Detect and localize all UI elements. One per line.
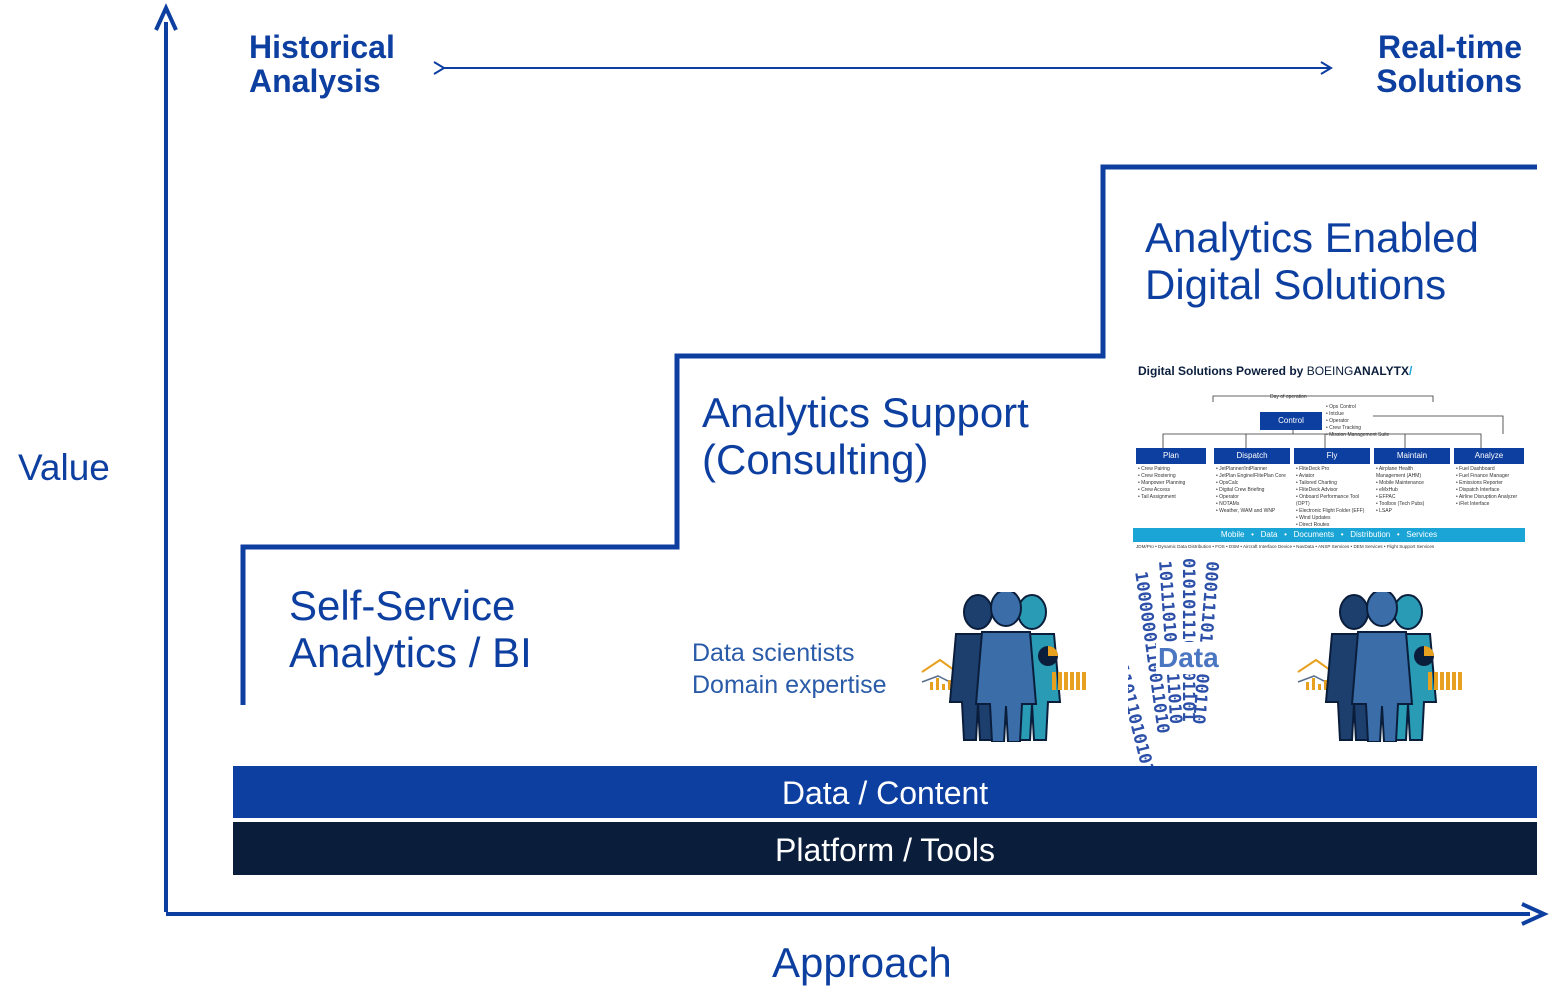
- analytx-x-mark-icon: /: [1408, 364, 1413, 378]
- control-items: • Ops Control • Intclue • Operator • Cre…: [1326, 404, 1390, 438]
- step-self-service-label: Self-Service Analytics / BI: [289, 582, 532, 676]
- column-plan-items: • Crew Pairing • Crew Rostering • Manpow…: [1138, 466, 1186, 500]
- approach-axis-label: Approach: [772, 939, 952, 986]
- column-fly-items: • FliteDeck Pro • Aviator • Tailored Cha…: [1296, 466, 1365, 528]
- column-plan-header: Plan: [1136, 448, 1206, 464]
- historical-analysis-label: Historical Analysis: [249, 29, 395, 99]
- staircase-line: [240, 164, 1537, 705]
- column-dispatch-items: • JetPlanner/IntPlanner • JetPlan Engine…: [1216, 466, 1286, 514]
- binary-data-swirl: 0110110101011010 1000000110011010 101110…: [1128, 556, 1288, 766]
- approach-axis-arrowhead: [1521, 902, 1549, 926]
- value-axis-label: Value: [18, 447, 110, 488]
- column-analyze-items: • Fuel Dashboard • Fuel Finance Manager …: [1456, 466, 1518, 507]
- column-dispatch-header: Dispatch: [1214, 448, 1290, 464]
- day-of-operation-label: Day of operation: [1270, 394, 1307, 400]
- pie-chart-icon: [1414, 646, 1434, 666]
- control-box: Control: [1260, 412, 1322, 430]
- column-analyze-header: Analyze: [1454, 448, 1524, 464]
- digital-solutions-title: Digital Solutions Powered by BOEINGANALY…: [1138, 364, 1413, 378]
- digital-solutions-connectors: [1162, 395, 1504, 448]
- bar-chart-icon: [1052, 672, 1086, 690]
- people-group-illustration: [921, 592, 1086, 742]
- data-word: Data: [1156, 642, 1221, 674]
- data-content-band: Data / Content: [233, 766, 1537, 818]
- column-fly-header: Fly: [1294, 448, 1370, 464]
- people-group-illustration-2: [1297, 592, 1462, 742]
- step-analytics-support-label: Analytics Support (Consulting): [702, 389, 1029, 483]
- digital-solutions-panel: Digital Solutions Powered by BOEINGANALY…: [1133, 364, 1525, 556]
- people-caption: Data scientists Domain expertise: [692, 639, 887, 699]
- value-axis-arrowhead: [154, 3, 178, 31]
- platform-tools-band: Platform / Tools: [233, 822, 1537, 875]
- column-maintain-items: • Airplane Health Management (AHM) • Mob…: [1376, 466, 1425, 514]
- bar-chart-icon: [1428, 672, 1462, 690]
- real-time-solutions-label: Real-time Solutions: [1376, 29, 1522, 99]
- pie-chart-icon: [1038, 646, 1058, 666]
- person-center-icon: [1350, 592, 1414, 742]
- column-maintain-header: Maintain: [1374, 448, 1450, 464]
- step-digital-solutions-label: Analytics Enabled Digital Solutions: [1145, 214, 1479, 308]
- services-footer: JDM/Pro • Dynamic Data Distribution • FO…: [1136, 544, 1435, 549]
- person-center-icon: [974, 592, 1038, 742]
- services-bar: Mobile • Data • Documents • Distribution…: [1133, 528, 1525, 542]
